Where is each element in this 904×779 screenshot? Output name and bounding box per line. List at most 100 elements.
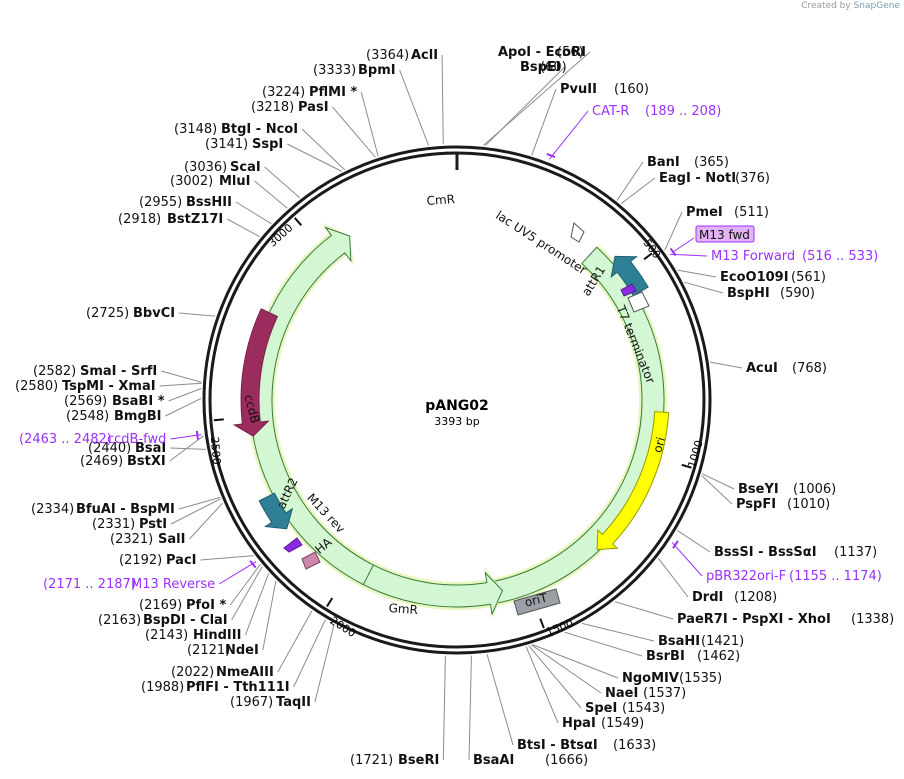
ori-label: ori [650,435,668,454]
site-btgi-ncoi[interactable]: BtgI - NcoI(3148) [174,122,298,137]
site-bsrbi[interactable]: BsrBI(1462) [646,649,740,664]
site-name: HpaI [562,716,596,731]
primer-m13-forward[interactable]: M13 Forward(516 .. 533) [669,247,878,264]
site-leader [165,398,202,417]
site-scai[interactable]: ScaI(3036) [184,160,261,175]
site-bsssi-bsss-i[interactable]: BssSI - BssSαI(1137) [714,545,877,560]
primer-leader [170,434,202,440]
site-eagi-noti[interactable]: EagI - NotI(376) [659,171,770,186]
site-leader [616,161,644,201]
site-hpai[interactable]: HpaI(1549) [562,716,644,731]
site-leader [229,563,261,606]
site-pflmi[interactable]: PflMI *(3224) [262,85,357,100]
site-bsai[interactable]: BsaI(2440) [88,441,166,456]
site-bspei[interactable]: BspEI(60) [520,60,567,75]
site-sspi[interactable]: SspI(3141) [205,137,283,152]
primer-ccdb-fwd[interactable]: ccdB-fwd(2463 .. 2482) [19,430,202,447]
site-sali[interactable]: SalI(2321) [110,532,185,547]
site-leader [399,69,430,146]
site-acli[interactable]: AclI(3364) [366,48,438,63]
site-leader [664,211,683,251]
site-psti[interactable]: PstI(2331) [92,517,167,532]
site-leader [442,655,446,761]
primer-cat-r[interactable]: CAT-R(189 .. 208) [546,104,721,160]
site-leader [564,631,643,657]
site-nmeaiii[interactable]: NmeAIII(2022) [171,665,274,680]
site-position: (2725) [86,306,129,321]
site-bbvci[interactable]: BbvCI(2725) [86,306,175,321]
site-paer7i-pspxi-xhoi[interactable]: PaeR7I - PspXI - XhoI(1338) [677,612,894,627]
site-pasi[interactable]: PasI(3218) [251,100,329,115]
site-bpmi[interactable]: BpmI(3333) [313,63,396,78]
primer-m13-reverse[interactable]: M13 Reverse(2171 .. 2187) [43,560,257,592]
site-leader [179,312,216,317]
site-name: BtsI - BtsαI [517,738,598,753]
site-ecoo109i[interactable]: EcoO109I(561) [720,270,826,285]
site-smai-srfi[interactable]: SmaI - SrfI(2582) [33,364,157,379]
site-ndei[interactable]: NdeI(2121) [187,643,259,658]
site-position: (2569) [64,394,107,409]
primer-pbr322ori-f[interactable]: pBR322ori-F(1155 .. 1174) [671,540,882,584]
snapgene-credit: Created by SnapGene [801,1,900,11]
site-acui[interactable]: AcuI(768) [746,361,827,376]
site-bstz17i[interactable]: BstZ17I(2918) [118,212,223,227]
site-mlui[interactable]: MluI(3002) [170,174,250,189]
snapgene-logo: SnapGene [853,1,900,11]
site-pspfi[interactable]: PspFI(1010) [736,497,830,512]
site-position: (1010) [787,497,830,512]
gmr-feature-arrow [362,564,504,616]
site-position: (3141) [205,137,248,152]
site-bsaai[interactable]: BsaAI(1666) [473,753,588,768]
site-name: PaeR7I - PspXI - XhoI [677,612,831,627]
site-bfuai-bspmi[interactable]: BfuAI - BspMI(2334) [31,502,175,517]
site-position: (2469) [80,454,123,469]
ori-feature-arrow [596,411,670,551]
site-position: (3148) [174,122,217,137]
site-leader-lines [159,51,743,761]
site-name: PflMI * [309,85,357,100]
site-bmgbi[interactable]: BmgBI(2548) [66,409,162,424]
site-spei[interactable]: SpeI(1543) [585,701,665,716]
site-bseyi[interactable]: BseYI(1006) [738,482,836,497]
site-leader [614,601,674,620]
site-bsphi[interactable]: BspHI(590) [727,286,815,301]
site-position: (2321) [110,532,153,547]
site-pmei[interactable]: PmeI(511) [686,205,769,220]
site-bspdi-clai[interactable]: BspDI - ClaI(2163) [98,613,228,628]
site-leader [314,624,335,703]
site-pvuii[interactable]: PvuII(160) [560,82,649,97]
site-bstxi[interactable]: BstXI(2469) [80,454,166,469]
site-naei[interactable]: NaeI(1537) [605,686,686,701]
site-leader [486,654,514,746]
site-drdi[interactable]: DrdI(1208) [692,590,777,605]
site-position: (1666) [545,753,588,768]
site-position: (1967) [230,695,273,710]
site-position: (60) [540,60,567,75]
site-btsi-bts-i[interactable]: BtsI - BtsαI(1633) [517,738,656,753]
site-tspmi-xmai[interactable]: TspMI - XmaI(2580) [15,379,156,394]
site-pfoi[interactable]: PfoI *(2169) [139,598,226,613]
site-bsahi[interactable]: BsaHI(1421) [658,634,744,649]
site-bseri[interactable]: BseRI(1721) [350,753,439,768]
site-bani[interactable]: BanI(365) [647,155,729,170]
site-leader [701,475,733,505]
site-name: PflFI - Tth111I [186,680,290,695]
site-bsabi[interactable]: BsaBI *(2569) [64,394,165,409]
primer-range: (1155 .. 1174) [789,569,882,584]
site-taqii[interactable]: TaqII(1967) [230,695,311,710]
site-apoi-ecori[interactable]: ApoI - EcoRI(56) [498,45,586,60]
site-pflfi-tth111i[interactable]: PflFI - Tth111I(1988) [141,680,290,695]
site-position: (2022) [171,665,214,680]
site-name: PstI [139,517,167,532]
site-paci[interactable]: PacI(2192) [119,553,197,568]
site-bsshii[interactable]: BssHII(2955) [139,195,232,210]
m13-fwd-leader [672,237,695,253]
primer-m13-fwd-badge[interactable]: M13 fwd [672,225,755,253]
site-name: DrdI [692,590,723,605]
site-leader [710,361,743,369]
site-hindiii[interactable]: HindIII(2143) [145,628,241,643]
site-position: (365) [694,155,729,170]
site-ngomiv[interactable]: NgoMIV(1535) [622,671,722,686]
site-leader [332,106,376,158]
site-position: (2143) [145,628,188,643]
